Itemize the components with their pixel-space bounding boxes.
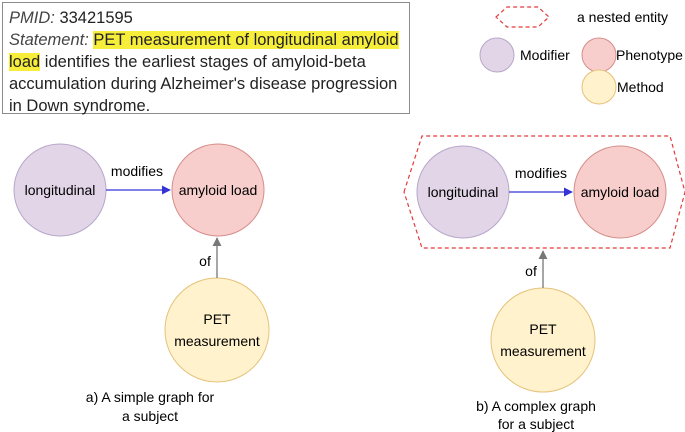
statement-box: PMID: 33421595 Statement: PET measuremen… — [2, 2, 410, 115]
graph-b-method-node — [490, 287, 596, 393]
graph-b-modifier-label: longitudinal — [428, 184, 499, 200]
graph-a-of-label: of — [199, 253, 211, 269]
graph-b-method-label-2: measurement — [500, 343, 586, 359]
legend-method-swatch — [581, 69, 617, 105]
legend: a nested entity Modifier Phenotype Metho… — [479, 6, 683, 105]
graph-a-method-label-1: PET — [203, 311, 231, 327]
graph-a-phenotype-node — [171, 143, 265, 237]
statement-text: identifies the earliest stages of amyloi… — [9, 53, 398, 115]
legend-modifier-label: Modifier — [520, 47, 570, 63]
graph-b-method-label-1: PET — [529, 321, 557, 337]
graph-b-phenotype-node — [573, 145, 667, 239]
legend-method-label: Method — [617, 79, 664, 95]
legend-phenotype-label: Phenotype — [616, 47, 683, 63]
graph-a-modifies-label: modifies — [111, 163, 163, 179]
pmid-label: PMID: — [9, 9, 55, 27]
graph-b-caption-1: b) A complex graph — [476, 398, 596, 414]
graph-a-caption-2: a subject — [122, 408, 178, 424]
graph-a-method-label-2: measurement — [174, 333, 260, 349]
graph-b-of-label: of — [525, 263, 537, 279]
graph-a-caption-1: a) A simple graph for — [86, 389, 215, 405]
graph-a-method-node — [164, 277, 270, 383]
graph-b-caption-2: for a subject — [498, 416, 574, 432]
graph-a: longitudinal amyloid load modifies PET m… — [13, 143, 270, 424]
graph-b: longitudinal amyloid load modifies PET m… — [403, 135, 685, 432]
graph-a-phenotype-label: amyloid load — [179, 182, 258, 198]
graph-b-phenotype-label: amyloid load — [581, 184, 660, 200]
legend-nested-hexagon — [495, 6, 550, 28]
legend-nested-label: a nested entity — [577, 9, 668, 25]
legend-phenotype-swatch — [581, 37, 617, 73]
graph-b-modifies-label: modifies — [515, 165, 567, 181]
graph-a-modifier-label: longitudinal — [25, 182, 96, 198]
statement-label: Statement: — [9, 31, 89, 49]
pmid-value: 33421595 — [59, 9, 133, 27]
legend-modifier-swatch — [479, 37, 515, 73]
graph-b-nested-entity — [403, 135, 685, 249]
